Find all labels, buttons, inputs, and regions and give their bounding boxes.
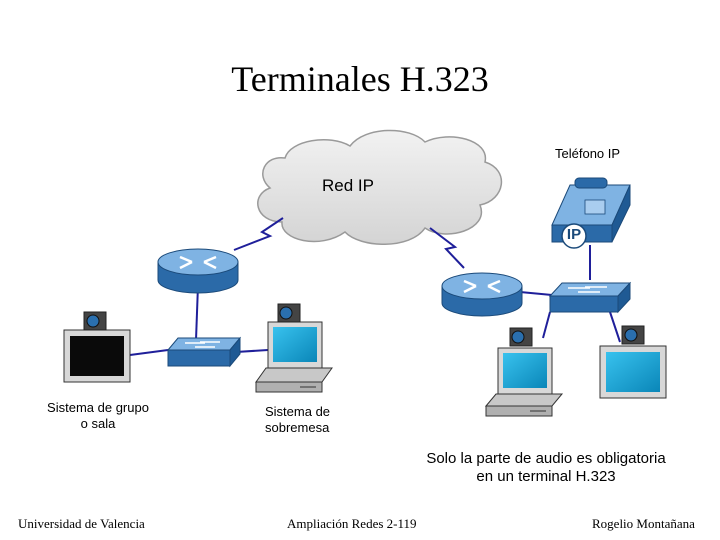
link-switch2-monitor (609, 311, 621, 343)
ip-network-cloud (257, 129, 502, 245)
switch-left (166, 336, 242, 368)
link-switch1-group (129, 349, 169, 356)
switch-right (548, 281, 632, 314)
router-right (441, 272, 523, 317)
group-system-label: Sistema de grupo o sala (38, 400, 158, 432)
audio-note: Solo la parte de audio es obligatoria en… (396, 450, 696, 486)
page-title: Terminales H.323 (231, 59, 489, 99)
desktop-system-label: Sistema de sobremesa (265, 404, 330, 436)
footer-center: Ampliación Redes 2-119 (287, 516, 417, 531)
group-room-system (63, 311, 131, 383)
desktop-label-line1: Sistema de (265, 404, 331, 419)
link-router2-switch2 (519, 291, 553, 296)
link-switch2-desktop2 (542, 311, 551, 339)
ip-badge: IP (566, 226, 582, 243)
monitor-right (599, 325, 667, 399)
desktop-system-left (255, 303, 333, 393)
ip-phone-label: Teléfono IP (555, 146, 621, 161)
desktop-system-right (484, 327, 564, 417)
group-system-label-line2: o sala (80, 416, 116, 431)
wan-link-right (429, 227, 465, 269)
link-router1-switch1 (195, 284, 199, 341)
network-links (129, 217, 621, 356)
desktop-label-line2: sobremesa (265, 420, 330, 435)
footer-right: Rogelio Montañana (592, 516, 695, 531)
ip-phone (551, 177, 631, 249)
link-switch1-desktop (235, 349, 269, 353)
group-system-label-line1: Sistema de grupo (47, 400, 149, 415)
audio-note-line2: en un terminal H.323 (476, 468, 616, 485)
audio-note-line1: Solo la parte de audio es obligatoria (426, 450, 666, 467)
footer-left: Universidad de Valencia (18, 516, 145, 531)
wan-link-left (233, 217, 284, 251)
cloud-label: Red IP (322, 176, 374, 195)
router-left (157, 248, 239, 294)
